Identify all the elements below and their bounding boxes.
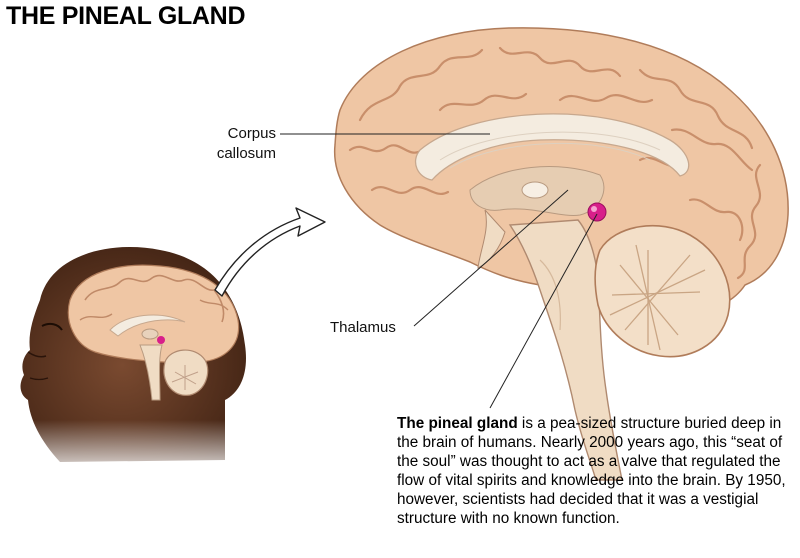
thalamus-region [521, 181, 549, 199]
pineal-description: The pineal gland is a pea-sized structur… [397, 414, 799, 528]
description-text: is a pea-sized structure buried deep in … [397, 415, 786, 527]
large-brain [333, 27, 789, 481]
pineal-gland-dot [587, 202, 607, 222]
thalamus-label: Thalamus [330, 319, 396, 336]
corpus-label-line2: callosum [216, 145, 276, 162]
corpus-callosum [415, 113, 690, 181]
description-bold: The pineal gland [397, 415, 518, 432]
small-brain [67, 264, 240, 401]
cerebellum [594, 224, 731, 358]
pineal-gland-leader [489, 213, 598, 409]
corpus-label-line1: Corpus [227, 125, 276, 142]
pointer-arrow [214, 207, 326, 297]
corpus-callosum-label: Corpus callosum [190, 124, 276, 164]
small-pineal-dot [157, 336, 165, 344]
thalamus-leader [413, 189, 569, 327]
page-title: THE PINEAL GLAND [6, 2, 246, 30]
